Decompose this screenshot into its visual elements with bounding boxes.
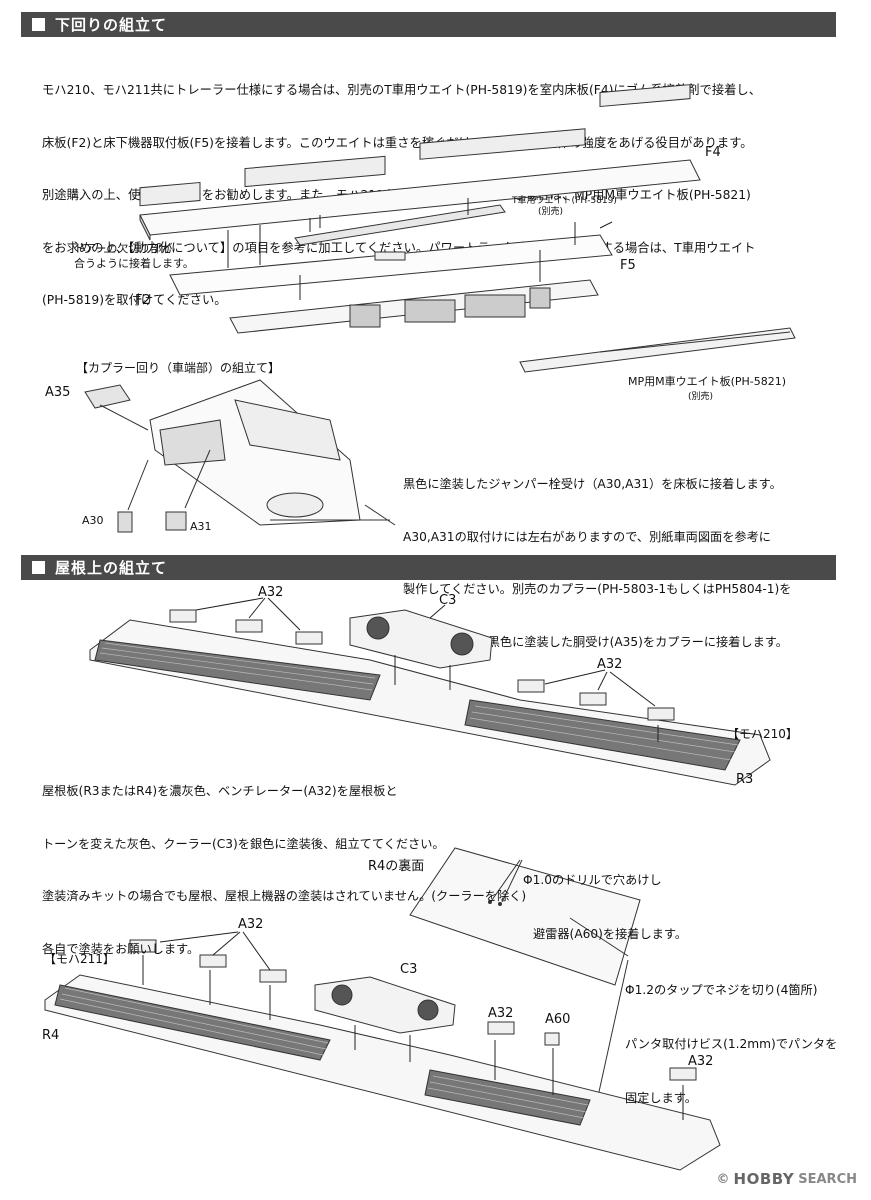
label-f2: F2 bbox=[135, 293, 151, 308]
watermark-mark: © bbox=[716, 1171, 730, 1187]
roof-line: 塗装済みキットの場合でも屋根、屋根上機器の塗装はされていません。(クーラーを除く… bbox=[42, 889, 527, 903]
tap-instructions: Φ1.2のタップでネジを切り(4箇所) パンタ取付けビス(1.2mm)でパンタを… bbox=[625, 945, 837, 1143]
label-moha210: 【モハ210】 bbox=[727, 727, 798, 741]
coupler-title: 【カプラー回り（車端部）の組立て】 bbox=[76, 361, 281, 375]
section-title: 下回りの組立て bbox=[55, 16, 168, 34]
label-a32: A32 bbox=[688, 1054, 714, 1069]
roof-instructions: 屋根板(R3またはR4)を濃灰色、ベンチレーター(A32)を屋根板と トーンを変… bbox=[42, 748, 526, 993]
drill-instructions: Φ1.0のドリルで穴あけし 避雷器(A60)を接着します。 bbox=[523, 835, 687, 979]
tap-line: Φ1.2のタップでネジを切り(4箇所) bbox=[625, 983, 818, 997]
tap-line: 固定します。 bbox=[625, 1091, 697, 1105]
label-mp-weight-note: (別売) bbox=[688, 392, 714, 402]
tap-line: パンタ取付けビス(1.2mm)でパンタを bbox=[625, 1037, 838, 1051]
drill-line: 避雷器(A60)を接着します。 bbox=[533, 927, 688, 941]
label-c3: C3 bbox=[439, 593, 457, 608]
label-a32: A32 bbox=[488, 1006, 514, 1021]
label-mp-weight: MP用M車ウエイト板(PH-5821) bbox=[628, 375, 787, 388]
label-r4: R4 bbox=[42, 1028, 60, 1043]
coupler-line: 製作してください。別売のカプラー(PH-5803-1もしくはPH5804-1)を bbox=[403, 582, 792, 596]
label-t-weight: T車用ウエイト(PH-5819) bbox=[512, 196, 617, 206]
label-a60: A60 bbox=[545, 1012, 571, 1027]
label-r3: R3 bbox=[736, 772, 754, 787]
coupler-line: 黒色に塗装したジャンパー栓受け（A30,A31）を床板に接着します。 bbox=[403, 477, 782, 491]
watermark-sub: SEARCH bbox=[798, 1171, 857, 1187]
label-a30: A30 bbox=[82, 514, 104, 527]
roof-line: トーンを変えた灰色、クーラー(C3)を銀色に塗装後、組立ててください。 bbox=[42, 836, 445, 851]
intro-line: モハ210、モハ211共にトレーラー仕様にする場合は、別売のT車用ウエイト(PH… bbox=[42, 83, 762, 97]
coupler-instructions: 黒色に塗装したジャンパー栓受け（A30,A31）を床板に接着します。 A30,A… bbox=[403, 441, 791, 686]
label-a35: A35 bbox=[45, 385, 71, 400]
coupler-line: A30,A31の取付けには左右がありますので、別紙車両図面を参考に bbox=[403, 529, 771, 544]
roof-line: 各自で塗装をお願いします。 bbox=[42, 941, 200, 956]
label-a32: A32 bbox=[597, 657, 623, 672]
coupler-line: 床板に取付け、黒色に塗装した胴受け(A35)をカプラーに接着します。 bbox=[403, 634, 788, 649]
intro-line: (PH-5819)を取付けてください。 bbox=[42, 293, 227, 307]
roof-line: 屋根板(R3またはR4)を濃灰色、ベンチレーター(A32)を屋根板と bbox=[42, 784, 398, 798]
watermark-brand: HOBBY bbox=[733, 1170, 795, 1188]
label-r4-back: R4の裏面 bbox=[368, 859, 425, 874]
label-a31: A31 bbox=[190, 520, 212, 533]
section-header-roof: 屋根上の組立て bbox=[21, 555, 836, 580]
label-door-note-1: ドアーの欠切り部が bbox=[74, 242, 173, 255]
label-f4: F4 bbox=[705, 145, 721, 160]
drill-line: Φ1.0のドリルで穴あけし bbox=[523, 873, 662, 887]
square-bullet-icon bbox=[32, 561, 45, 574]
section-title: 屋根上の組立て bbox=[55, 559, 168, 577]
watermark: © HOBBY SEARCH bbox=[717, 1170, 857, 1188]
label-c3: C3 bbox=[400, 962, 418, 977]
label-t-weight-note: (別売) bbox=[538, 207, 564, 217]
label-moha211: 【モハ211】 bbox=[44, 952, 115, 966]
square-bullet-icon bbox=[32, 18, 45, 31]
label-a32: A32 bbox=[258, 585, 284, 600]
label-f5: F5 bbox=[620, 258, 636, 273]
section-header-underfloor: 下回りの組立て bbox=[21, 12, 836, 37]
label-a32: A32 bbox=[238, 917, 264, 932]
label-door-note-2: 合うように接着します。 bbox=[74, 257, 194, 270]
